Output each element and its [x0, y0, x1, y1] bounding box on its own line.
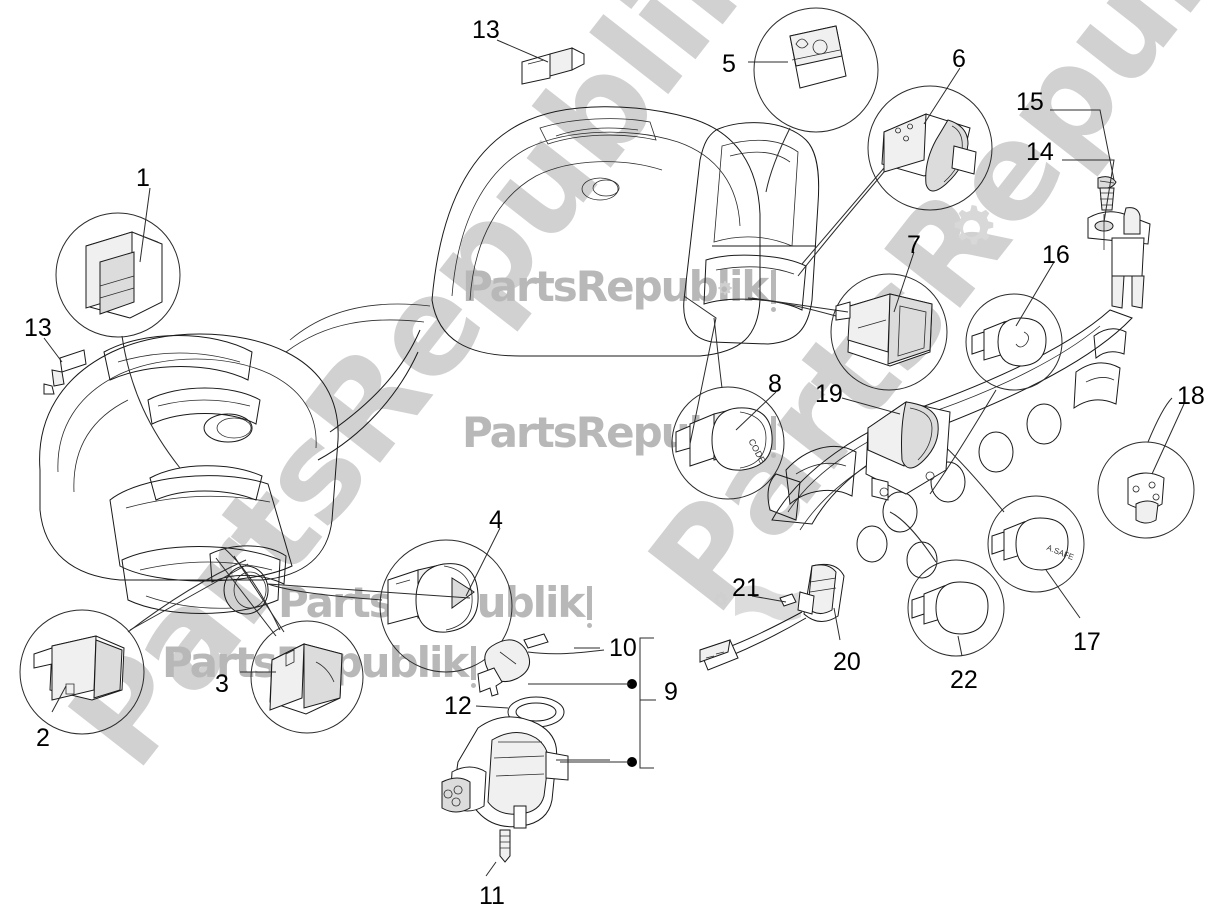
part-19-rocker-switch [866, 402, 950, 500]
callout-bubble-6 [798, 86, 992, 276]
callout-bubble-16 [930, 294, 1062, 494]
part-13-bulb-top [522, 48, 584, 84]
part-number-19: 19 [815, 380, 843, 408]
part-14-15-bracket-screw [1088, 177, 1150, 308]
part-10-key [478, 634, 604, 696]
part-number-3: 3 [215, 670, 229, 698]
part-number-1: 1 [136, 164, 150, 192]
part-number-21: 21 [732, 574, 760, 602]
callout-bubble-8 [672, 318, 784, 499]
part-number-8: 8 [768, 370, 782, 398]
callout-bubble-3 [224, 548, 363, 733]
grouping-bracket-9 [528, 638, 656, 768]
callout-bubble-1 [56, 213, 180, 468]
part-number-20: 20 [833, 648, 861, 676]
part-11-screw [486, 830, 510, 876]
part-number-17: 17 [1073, 628, 1101, 656]
part-number-6: 6 [952, 45, 966, 73]
callout-bubble-2 [20, 560, 246, 734]
part-number-2: 2 [36, 724, 50, 752]
part-number-11: 11 [479, 882, 505, 910]
part-number-5: 5 [722, 50, 736, 78]
callout-bubble-17 [940, 442, 1084, 592]
part-13-bulb-left [44, 350, 86, 394]
part-number-4: 4 [489, 506, 503, 534]
part-number-14: 14 [1026, 138, 1054, 166]
part-number-10: 10 [609, 634, 637, 662]
part-number-9: 9 [664, 678, 678, 706]
part-20-socket-cable [700, 564, 844, 670]
part-number-16: 16 [1042, 241, 1070, 269]
callout-bubble-4 [268, 540, 512, 672]
callout-bubble-5 [754, 8, 878, 192]
part-number-13-top: 13 [472, 16, 500, 44]
leader-lines [44, 40, 1184, 712]
ignition-switch-assembly [442, 717, 610, 828]
part-number-7: 7 [907, 231, 921, 259]
part-number-13-left: 13 [24, 314, 52, 342]
part-number-12: 12 [444, 692, 472, 720]
part-number-22: 22 [950, 666, 978, 694]
part-number-18: 18 [1177, 382, 1205, 410]
scooter-body-outline [40, 107, 819, 614]
callout-bubble-22 [890, 512, 1004, 656]
handlebar-switch-strip [768, 310, 1132, 578]
callout-bubble-7 [748, 274, 947, 390]
callout-bubble-18 [1098, 398, 1194, 538]
part-number-15: 15 [1016, 88, 1044, 116]
